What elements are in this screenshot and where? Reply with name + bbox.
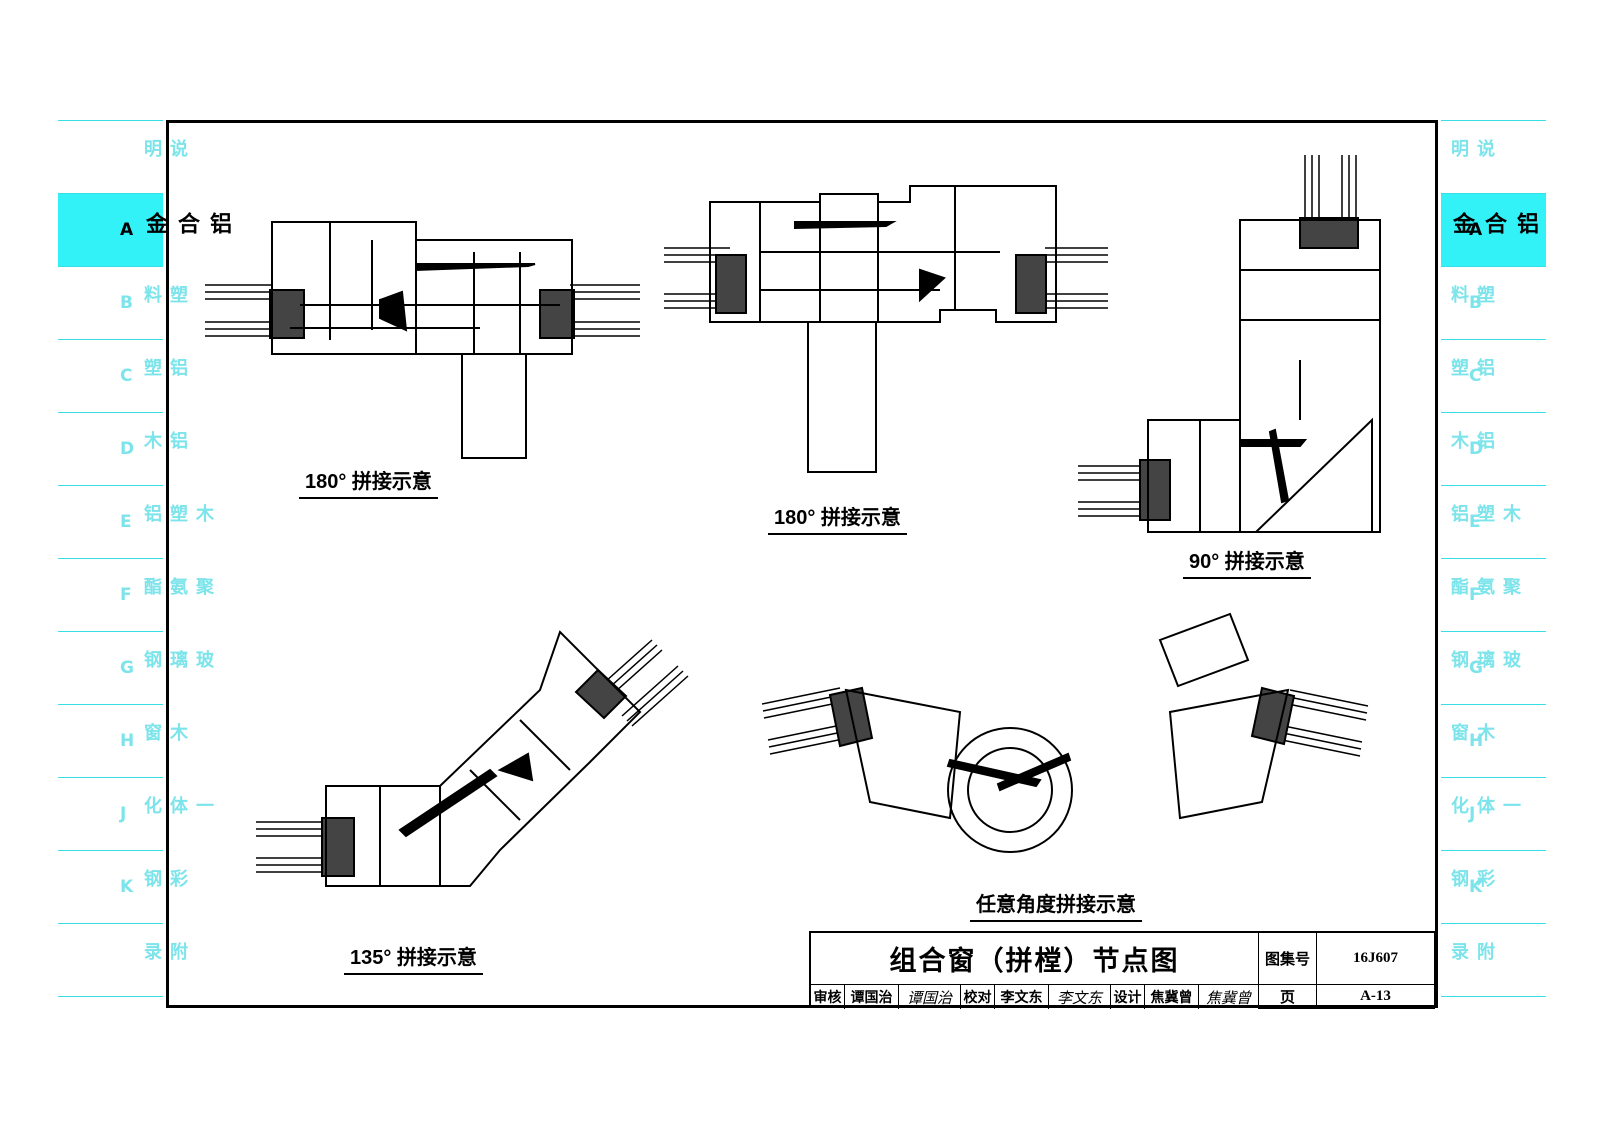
- detail-135-joint: [256, 630, 689, 887]
- caption-180-joint-2: 180° 拼接示意: [768, 501, 907, 535]
- sidebar-item-letter: J: [1469, 804, 1476, 824]
- sidebar-item-letter: D: [120, 439, 135, 459]
- drawing-frame: [166, 120, 1438, 1008]
- sidebar-item-label: 附录: [141, 942, 188, 964]
- sidebar-item-letter: A: [120, 220, 134, 240]
- reviewer-name: 谭国治: [845, 985, 899, 1009]
- sidebar-item-left[interactable]: B 塑料: [58, 267, 188, 340]
- sidebar-item-left[interactable]: A 铝合金: [58, 194, 231, 267]
- sidebar-item-letter: F: [1469, 585, 1481, 605]
- sidebar-item-label: 铝塑: [141, 358, 188, 380]
- sidebar-item-label: 彩钢: [141, 869, 188, 891]
- sidebar-item-label: 聚氨酯: [141, 577, 214, 599]
- sidebar-item-letter: K: [120, 877, 134, 897]
- sidebar-item-label: 说明: [1448, 139, 1495, 161]
- caption-135-joint: 135° 拼接示意: [344, 941, 483, 975]
- sidebar-item-label: 附录: [1448, 942, 1495, 964]
- sidebar-item-label: 玻璃钢: [1448, 650, 1521, 672]
- sidebar-item-letter: E: [1469, 512, 1481, 532]
- page-number: A-13: [1317, 985, 1435, 1009]
- left-section-index: 说明 A 铝合金 B 塑料 C 铝塑 D 铝木 E 木塑铝 F 聚氨酯 G 玻璃钢 H 木窗 J 一体化 K 彩钢附录: [58, 120, 231, 997]
- detail-180-joint-2: [664, 185, 1108, 473]
- sidebar-item-right[interactable]: 附录: [1441, 924, 1546, 997]
- sidebar-item-letter: C: [120, 366, 133, 386]
- caption-90-joint: 90° 拼接示意: [1183, 545, 1311, 579]
- sidebar-item-left[interactable]: C 铝塑: [58, 340, 188, 413]
- atlas-number-label: 图集号: [1259, 933, 1317, 985]
- sidebar-item-letter: J: [120, 804, 127, 824]
- sidebar-item-left[interactable]: D 铝木: [58, 413, 188, 486]
- sidebar-item-label: 木塑铝: [141, 504, 214, 526]
- sidebar-item-left[interactable]: 附录: [58, 924, 188, 997]
- sidebar-item-letter: C: [1469, 366, 1482, 386]
- designer-name: 焦冀曾: [1145, 985, 1199, 1009]
- drawing-title: 组合窗（拼樘）节点图: [811, 933, 1259, 985]
- sidebar-item-label: 一体化: [1448, 796, 1521, 818]
- sidebar-item-letter: H: [1469, 731, 1484, 751]
- sidebar-item-label: 一体化: [141, 796, 214, 818]
- caption-180-joint-1: 180° 拼接示意: [299, 465, 438, 499]
- caption-any-angle-joint: 任意角度拼接示意: [970, 888, 1142, 922]
- sidebar-item-label: 铝木: [141, 431, 188, 453]
- sidebar-item-label: 铝塑: [1448, 358, 1495, 380]
- sidebar-item-letter: A: [1469, 220, 1483, 240]
- reviewer-signature: 谭国治: [899, 985, 961, 1009]
- title-block: 组合窗（拼樘）节点图 图集号 16J607 页 A-13 审核 谭国治 谭国治 …: [809, 931, 1435, 1009]
- sidebar-item-left[interactable]: J 一体化: [58, 778, 214, 851]
- sidebar-item-label: 玻璃钢: [141, 650, 214, 672]
- sidebar-item-letter: H: [120, 731, 135, 751]
- sidebar-item-label: 铝合金: [142, 212, 231, 234]
- signature-row: 审核 谭国治 谭国治 校对 李文东 李文东 设计 焦冀曾 焦冀曾: [811, 985, 1259, 1009]
- sidebar-item-left[interactable]: G 玻璃钢: [58, 632, 214, 705]
- sidebar-item-label: 木窗: [141, 723, 188, 745]
- sidebar-item-label: 铝合金: [1449, 212, 1538, 234]
- sidebar-item-label: 铝木: [1448, 431, 1495, 453]
- review-label: 审核: [811, 985, 845, 1009]
- atlas-number: 16J607: [1317, 933, 1435, 985]
- sidebar-item-letter: B: [1469, 293, 1482, 313]
- sidebar-item-letter: G: [120, 658, 134, 678]
- check-label: 校对: [961, 985, 995, 1009]
- checker-signature: 李文东: [1049, 985, 1111, 1009]
- sidebar-item-label: 聚氨酯: [1448, 577, 1521, 599]
- sidebar-item-label: 彩钢: [1448, 869, 1495, 891]
- checker-name: 李文东: [995, 985, 1049, 1009]
- detail-180-joint-1: [205, 221, 640, 459]
- page-label: 页: [1259, 985, 1317, 1009]
- sidebar-item-letter: D: [1469, 439, 1484, 459]
- sidebar-item-left[interactable]: F 聚氨酯: [58, 559, 214, 632]
- sidebar-item-label: 塑料: [1448, 285, 1495, 307]
- sidebar-item-letter: G: [1469, 658, 1483, 678]
- sidebar-item-right[interactable]: 说明: [1441, 120, 1546, 194]
- sidebar-item-left[interactable]: H 木窗: [58, 705, 188, 778]
- detail-90-joint: [1078, 155, 1381, 533]
- sidebar-item-left[interactable]: K 彩钢: [58, 851, 188, 924]
- sidebar-item-label: 木窗: [1448, 723, 1495, 745]
- sidebar-item-label: 说明: [141, 139, 188, 161]
- detail-any-angle-joint: [761, 612, 1369, 853]
- sidebar-item-letter: B: [120, 293, 133, 313]
- sidebar-item-letter: K: [1469, 877, 1483, 897]
- designer-signature: 焦冀曾: [1199, 985, 1259, 1009]
- sidebar-item-letter: E: [120, 512, 132, 532]
- sidebar-item-left[interactable]: E 木塑铝: [58, 486, 214, 559]
- sidebar-item-label: 塑料: [141, 285, 188, 307]
- sidebar-item-left[interactable]: 说明: [58, 120, 188, 194]
- sidebar-item-label: 木塑铝: [1448, 504, 1521, 526]
- design-label: 设计: [1111, 985, 1145, 1009]
- sidebar-item-letter: F: [120, 585, 132, 605]
